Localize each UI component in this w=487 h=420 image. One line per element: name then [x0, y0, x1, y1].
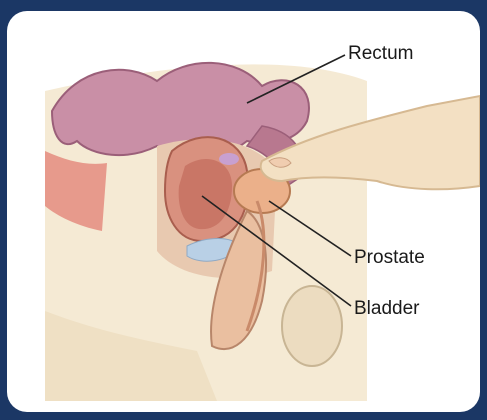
seminal-vesicle: [219, 153, 239, 165]
bladder-label: Bladder: [354, 298, 420, 320]
rectum-label: Rectum: [348, 43, 413, 65]
testicle: [282, 286, 342, 366]
anatomy-illustration: [7, 11, 480, 412]
prostate-label: Prostate: [354, 247, 425, 269]
diagram-card: Rectum Prostate Bladder: [7, 11, 480, 412]
